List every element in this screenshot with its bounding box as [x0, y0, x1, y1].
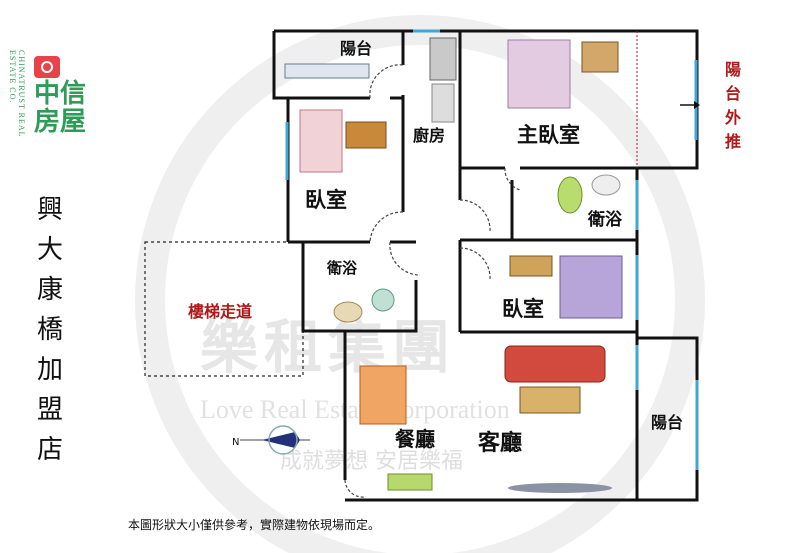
- room-master-bedroom: 主臥室: [517, 123, 580, 147]
- door-swings: [344, 64, 521, 498]
- compass-north-label: N: [232, 437, 239, 448]
- push-out-arrow-icon: [680, 101, 700, 109]
- stove-icon: [429, 37, 457, 81]
- clothes-rack-icon: [284, 63, 370, 79]
- sink-center-icon: [333, 301, 363, 323]
- sink-right-icon: [591, 174, 621, 196]
- logo-brand-name: 中信房屋: [34, 79, 87, 137]
- room-living: 客廳: [478, 430, 522, 456]
- coffee-table-icon: [519, 386, 581, 414]
- room-bathroom-center: 衛浴: [326, 259, 358, 277]
- dresser-right-icon: [509, 255, 553, 277]
- dining-table-icon: [359, 365, 407, 425]
- windows: [285, 29, 699, 470]
- logo-mark-icon: [34, 56, 60, 78]
- sofa-icon: [504, 345, 606, 383]
- watermark-slogan: 成就夢想 安居樂福: [280, 449, 463, 474]
- room-kitchen: 廚房: [413, 126, 445, 145]
- room-dining: 餐廳: [395, 427, 435, 451]
- fridge-icon: [431, 83, 455, 123]
- room-balcony-top: 陽台: [340, 39, 372, 58]
- bed-right-icon: [559, 255, 623, 319]
- room-stair-corridor: 樓梯走道: [188, 302, 252, 321]
- store-name: 興大康橋加盟店: [36, 195, 63, 465]
- room-balcony-right: 陽台: [651, 413, 683, 432]
- room-bedroom-right: 臥室: [502, 297, 544, 321]
- desk-left-icon: [345, 121, 387, 149]
- tv-stand-icon: [508, 483, 612, 493]
- toilet-center-icon: [371, 288, 395, 312]
- master-bed-icon: [507, 39, 571, 109]
- room-balcony-push-out: 陽台外推: [724, 60, 741, 151]
- compass-icon: [240, 425, 310, 455]
- footer-disclaimer: 本圖形狀大小僅供參考，實際建物依現場而定。: [128, 518, 381, 532]
- room-bathroom-right: 衛浴: [587, 209, 623, 230]
- logo-english-text: CHINATRUST REAL ESTATE CO.: [8, 50, 26, 138]
- shoe-rack-icon: [387, 473, 433, 491]
- master-desk-icon: [581, 41, 619, 73]
- bed-left-icon: [299, 109, 343, 173]
- room-bedroom-left: 臥室: [305, 188, 347, 212]
- watermark-english: Love Real Estate Corporation: [200, 395, 510, 424]
- watermark-brand: 樂租集團: [200, 313, 457, 381]
- toilet-right-icon: [557, 176, 583, 214]
